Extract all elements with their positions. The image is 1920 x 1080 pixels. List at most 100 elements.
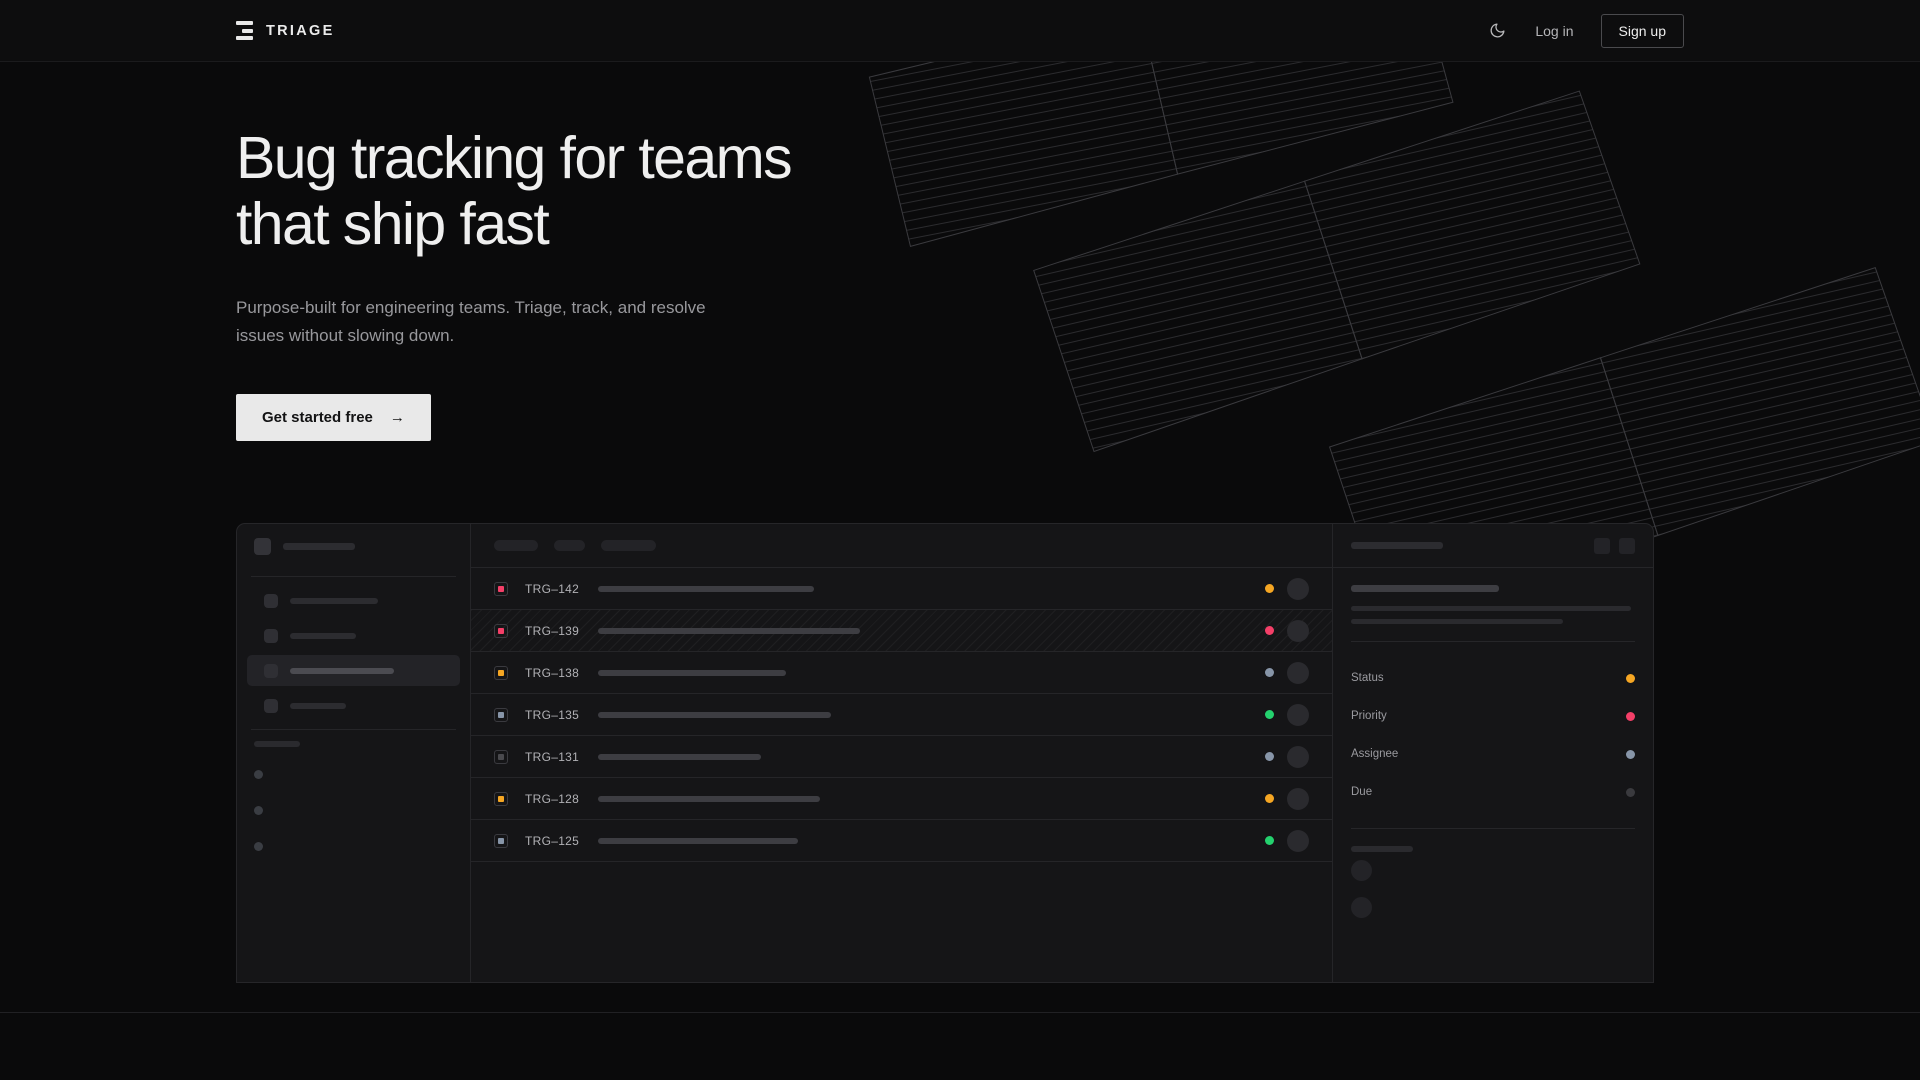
detail-meta-row-due[interactable]: Due: [1351, 773, 1635, 811]
detail-action-icon-2[interactable]: [1619, 537, 1635, 554]
detail-title-placeholder: [1351, 542, 1443, 549]
issue-id: TRG–125: [525, 833, 580, 848]
headline-line-2: that ship fast: [236, 191, 550, 258]
status-badge: [1265, 794, 1274, 803]
priority-indicator: [494, 581, 508, 596]
sidebar-nav-label-placeholder: [290, 667, 394, 674]
detail-meta-label: Priority: [1351, 710, 1387, 722]
nav-actions: Log in Sign up: [1486, 13, 1684, 48]
brand-logo[interactable]: TRIAGE: [236, 21, 335, 40]
issue-id: TRG–138: [525, 665, 580, 680]
issue-title-placeholder: [598, 585, 814, 592]
issue-title-placeholder: [598, 795, 820, 802]
sidebar-project-item-1[interactable]: [237, 792, 470, 828]
detail-meta-value-dot: [1626, 787, 1635, 797]
signup-button[interactable]: Sign up: [1600, 13, 1684, 48]
detail-meta-row-status[interactable]: Status: [1351, 659, 1635, 697]
sidebar-project-list: [237, 756, 470, 864]
sidebar-nav-item-0[interactable]: [247, 585, 460, 616]
sidebar-divider-bottom: [251, 729, 456, 730]
avatar: [1287, 619, 1309, 642]
detail-meta-value-dot: [1626, 749, 1635, 759]
table-row[interactable]: TRG–125: [471, 820, 1332, 862]
table-row[interactable]: TRG–139: [471, 610, 1332, 652]
project-dot-icon: [254, 841, 263, 851]
avatar: [1287, 787, 1309, 810]
toolbar-pill-0[interactable]: [494, 540, 538, 551]
sidebar-nav-item-1[interactable]: [247, 620, 460, 651]
issue-id: TRG–128: [525, 791, 580, 806]
arrow-right-icon: →: [389, 409, 405, 427]
avatar: [1287, 745, 1309, 768]
status-badge: [1265, 626, 1274, 635]
issue-title-placeholder: [598, 753, 761, 760]
stacked-bars-icon: [236, 21, 253, 40]
priority-indicator: [494, 707, 508, 722]
table-row[interactable]: TRG–142: [471, 568, 1332, 610]
detail-subtitle-placeholder: [1351, 585, 1499, 592]
issue-id: TRG–139: [525, 623, 580, 638]
priority-indicator: [494, 665, 508, 680]
detail-divider-top: [1351, 641, 1635, 642]
status-badge: [1265, 668, 1274, 677]
sidebar-nav-icon: [264, 663, 278, 678]
status-badge: [1265, 752, 1274, 761]
sidebar-nav-item-2[interactable]: [247, 655, 460, 686]
status-badge: [1265, 836, 1274, 845]
table-row[interactable]: TRG–138: [471, 652, 1332, 694]
avatar: [1287, 829, 1309, 852]
get-started-button[interactable]: Get started free →: [236, 394, 431, 442]
sidebar-nav-label-placeholder: [290, 597, 378, 604]
sidebar-nav-label-placeholder: [290, 702, 346, 709]
issue-id: TRG–142: [525, 581, 580, 596]
priority-indicator: [494, 833, 508, 848]
sidebar-project-item-2[interactable]: [237, 828, 470, 864]
project-dot-icon: [254, 769, 263, 779]
login-link[interactable]: Log in: [1535, 22, 1574, 39]
issue-title-placeholder: [598, 627, 860, 634]
sidebar-nav-icon: [264, 593, 278, 608]
sidebar-project-item-0[interactable]: [237, 756, 470, 792]
status-badge: [1265, 710, 1274, 719]
issue-title-placeholder: [598, 669, 786, 676]
sidebar-divider-top: [251, 576, 456, 577]
sidebar-nav-list: [237, 585, 470, 721]
avatar: [1351, 860, 1372, 881]
detail-meta-row-priority[interactable]: Priority: [1351, 697, 1635, 735]
sidebar-nav-label-placeholder: [290, 632, 356, 639]
page-title: Bug tracking for teams that ship fast: [236, 125, 996, 257]
detail-panel-header: [1333, 524, 1653, 568]
workspace-name-placeholder: [283, 542, 355, 550]
top-navbar: TRIAGE Log in Sign up: [0, 0, 1920, 62]
issue-title-placeholder: [598, 837, 798, 844]
preview-sidebar: [237, 524, 471, 982]
sidebar-nav-item-3[interactable]: [247, 690, 460, 721]
detail-meta-value-dot: [1626, 711, 1635, 721]
detail-meta-value-dot: [1626, 673, 1635, 683]
sidebar-section-label-placeholder: [254, 741, 453, 747]
hero-subheadline: Purpose-built for engineering teams. Tri…: [236, 298, 706, 346]
moon-icon[interactable]: [1486, 20, 1508, 42]
issue-list-toolbar: [471, 524, 1332, 568]
detail-meta-label: Due: [1351, 786, 1373, 798]
toolbar-pill-1[interactable]: [554, 540, 585, 551]
table-row[interactable]: TRG–128: [471, 778, 1332, 820]
section-divider: [0, 1012, 1920, 1013]
sidebar-workspace-header[interactable]: [237, 524, 470, 568]
detail-comments-label-placeholder: [1351, 846, 1413, 852]
table-row[interactable]: TRG–135: [471, 694, 1332, 736]
cta-label: Get started free: [262, 409, 373, 427]
sidebar-nav-icon: [264, 628, 278, 643]
toolbar-pill-2[interactable]: [601, 540, 656, 551]
detail-action-icon-1[interactable]: [1594, 537, 1610, 554]
detail-meta-row-assignee[interactable]: Assignee: [1351, 735, 1635, 773]
priority-indicator: [494, 623, 508, 638]
headline-line-1: Bug tracking for teams: [236, 125, 793, 191]
table-row[interactable]: TRG–131: [471, 736, 1332, 778]
brand-name: TRIAGE: [266, 22, 335, 39]
